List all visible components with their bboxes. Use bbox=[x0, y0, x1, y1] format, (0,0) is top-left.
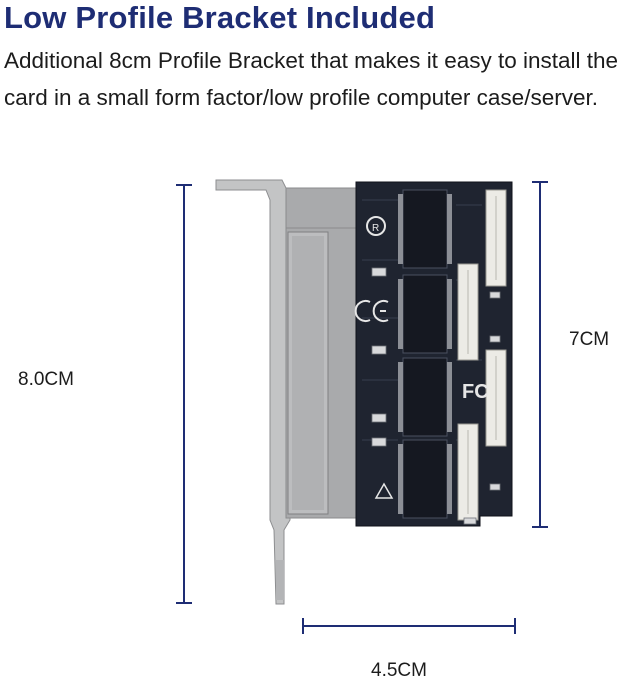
page-title: Low Profile Bracket Included bbox=[4, 0, 436, 35]
pcb-board: R FC bbox=[354, 181, 513, 527]
card-width-label: 4.5CM bbox=[371, 660, 427, 681]
low-profile-bracket bbox=[215, 179, 357, 605]
svg-text:FC: FC bbox=[462, 381, 489, 403]
card-height-label: 7CM bbox=[569, 329, 610, 350]
bracket-height-dimension-line bbox=[176, 184, 192, 604]
card-height-dimension-line bbox=[532, 181, 548, 528]
description-text: Additional 8cm Profile Bracket that make… bbox=[4, 48, 619, 110]
svg-text:R: R bbox=[372, 223, 379, 234]
bracket-height-label: 8.0CM bbox=[18, 369, 74, 390]
card-width-dimension-line bbox=[302, 618, 516, 634]
